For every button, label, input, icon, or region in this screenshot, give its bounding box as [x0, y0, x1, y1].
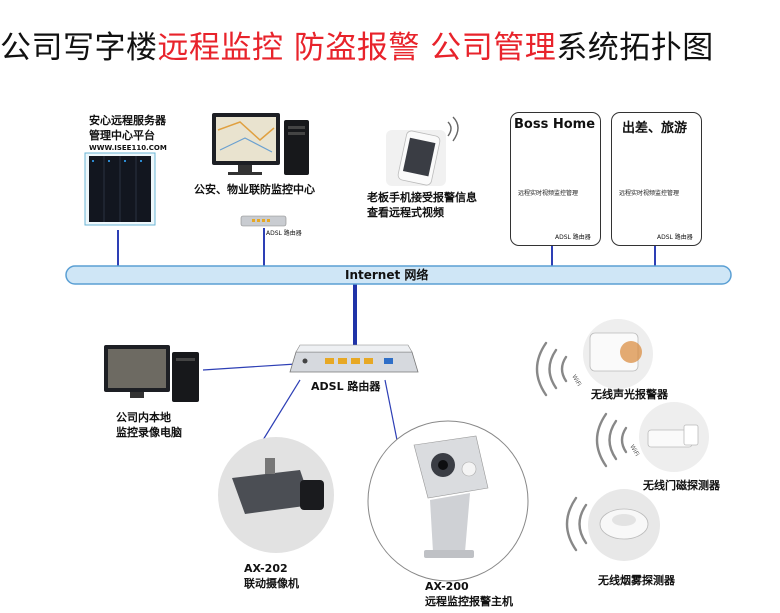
title-part-3: 系统拓扑图	[556, 30, 714, 66]
wire-ax200	[384, 379, 398, 441]
siren-sensor-icon	[583, 319, 653, 389]
smoke-sensor-icon	[588, 489, 660, 561]
ax200-desc: 远程监控报警主机	[425, 595, 513, 608]
phone-label-line1: 老板手机接受报警信息	[367, 191, 477, 204]
ax202-camera-icon	[218, 437, 334, 553]
door-label: 无线门磁探测器	[643, 479, 720, 492]
door-sensor-icon	[639, 402, 709, 472]
travel-title: 出差、旅游	[622, 121, 688, 136]
pc-tower-icon-police	[284, 120, 309, 175]
ax202-desc: 联动摄像机	[244, 577, 299, 590]
local-pc-label-line1: 公司内本地	[116, 411, 171, 424]
police-router-label: ADSL 路由器	[266, 230, 302, 237]
phone-label-line2: 查看远程式视频	[367, 206, 444, 219]
title-part-2: 远程监控 防盗报警 公司管理	[157, 30, 557, 66]
server-url: WWW.ISEE110.COM	[89, 144, 167, 152]
local-pc-label-line2: 监控录像电脑	[116, 426, 182, 439]
ax200-model: AX-200	[425, 580, 469, 593]
ax202-model: AX-202	[244, 562, 288, 575]
ax200-camera-icon	[367, 420, 529, 582]
smoke-label: 无线烟雾探测器	[598, 574, 675, 587]
server-label-line1: 安心远程服务器	[89, 114, 166, 127]
router-label: ADSL 路由器	[311, 380, 381, 393]
page-title: 公司写字楼远程监控 防盗报警 公司管理系统拓扑图	[0, 22, 780, 67]
monitor-map-icon	[212, 113, 280, 175]
server-rack-icon	[84, 152, 156, 226]
siren-label: 无线声光报警器	[591, 388, 668, 401]
internet-bus-label: Internet 网络	[345, 268, 429, 282]
internet-bus	[65, 265, 732, 285]
server-label-line2: 管理中心平台	[89, 129, 155, 142]
wire-local-pc	[202, 363, 297, 371]
small-router-icon-police	[240, 215, 287, 227]
wave-text-door: WiFi	[628, 444, 640, 458]
travel-router-label: ADSL 路由器	[657, 234, 693, 241]
title-part-1: 公司写字楼	[0, 30, 158, 66]
wave-text-siren: WiFi	[570, 374, 582, 388]
main-router-icon	[289, 344, 419, 373]
wireless-wave-siren-icon	[535, 341, 568, 397]
local-pc-monitor-icon	[104, 345, 199, 402]
boss-router-label: ADSL 路由器	[555, 234, 591, 241]
wireless-wave-door-icon	[595, 412, 628, 468]
police-center-label: 公安、物业联防监控中心	[194, 183, 315, 196]
boss-home-caption: 远程实时视频监控管理	[518, 190, 579, 197]
travel-caption: 远程实时视频监控管理	[619, 190, 680, 197]
travel-box	[611, 112, 702, 246]
boss-home-box	[510, 112, 601, 246]
wire-ax202	[262, 379, 301, 441]
phone-icon	[386, 116, 459, 186]
boss-home-title: Boss Home	[514, 117, 596, 132]
